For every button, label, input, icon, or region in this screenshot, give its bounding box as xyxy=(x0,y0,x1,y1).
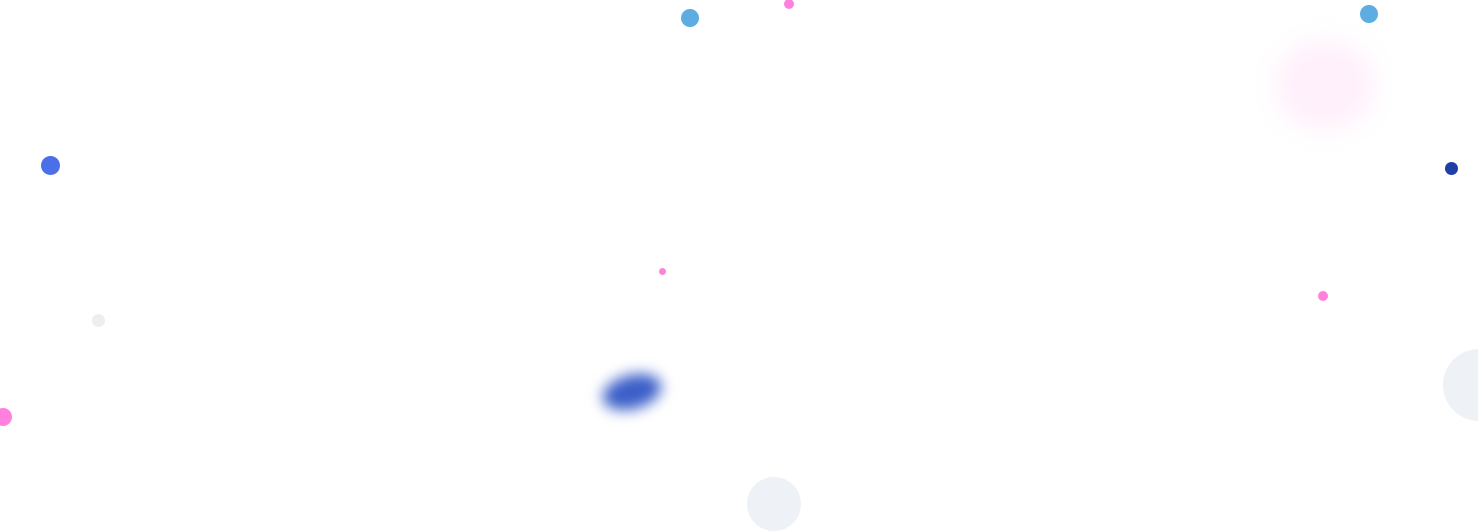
decorative-circle xyxy=(1443,349,1478,421)
decorative-blur xyxy=(1275,40,1375,130)
decorative-dot xyxy=(92,314,105,327)
decorative-dot xyxy=(681,9,699,27)
decorative-dot xyxy=(0,408,12,426)
decorative-dot xyxy=(1318,291,1328,301)
decorative-dot xyxy=(784,0,794,9)
decorative-dot xyxy=(1360,5,1378,23)
decorative-dot xyxy=(1445,162,1458,175)
decorative-circle xyxy=(747,477,801,531)
decorative-blur xyxy=(598,367,666,417)
decorative-dot xyxy=(41,156,60,175)
decorative-dot xyxy=(659,268,666,275)
